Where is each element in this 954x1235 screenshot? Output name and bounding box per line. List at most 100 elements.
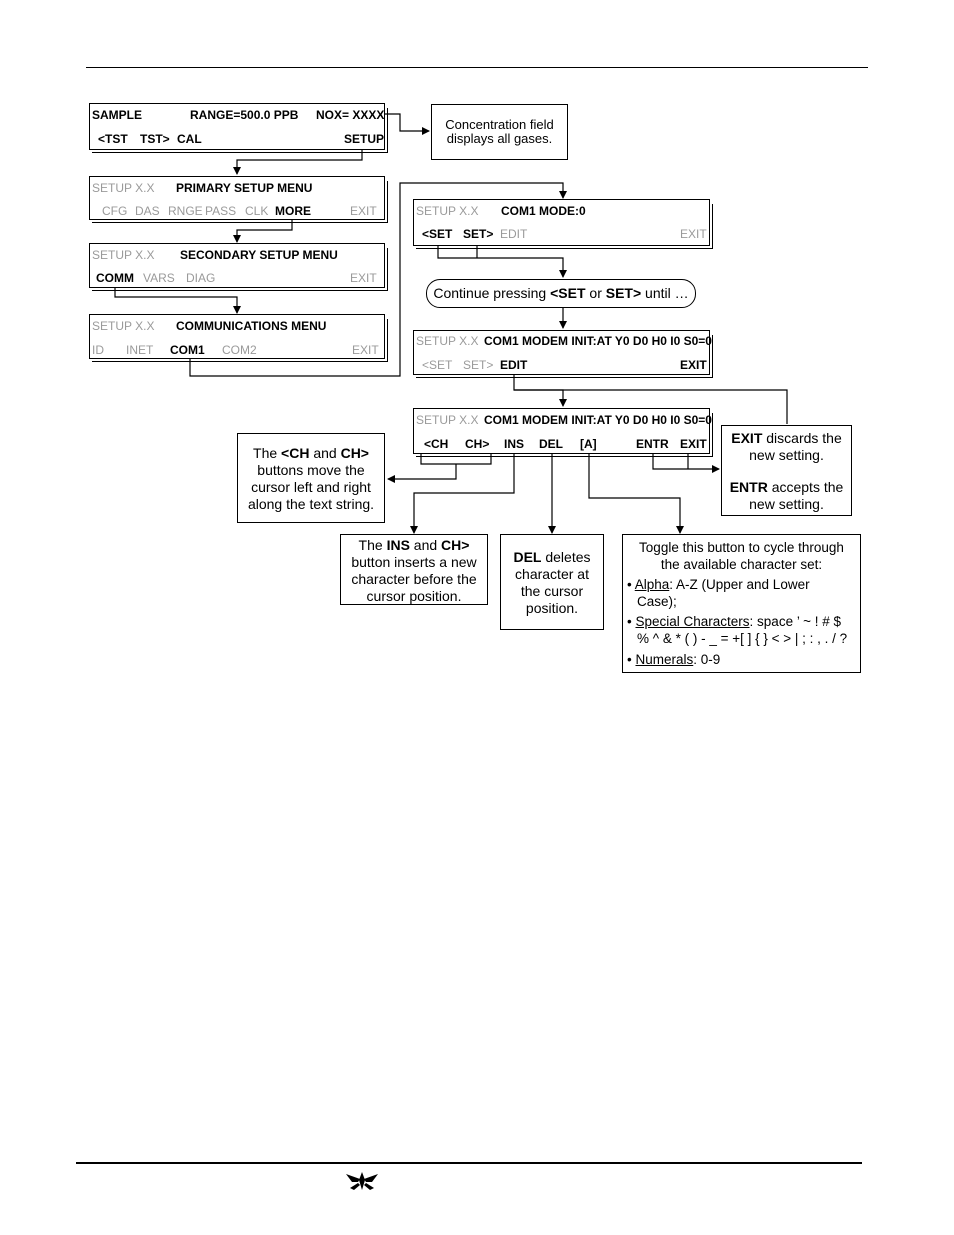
init-exit-button[interactable]: EXIT	[680, 358, 707, 372]
more-button[interactable]: MORE	[275, 204, 311, 218]
secondary-setup-screen: SETUP X.X SECONDARY SETUP MENU COMM VARS…	[89, 243, 388, 291]
rnge-button[interactable]: RNGE	[168, 204, 203, 218]
clk-button[interactable]: CLK	[245, 204, 269, 218]
tst-next-button[interactable]: TST>	[140, 132, 170, 146]
del-button[interactable]: DEL	[539, 437, 563, 451]
note-concentration-line2: displays all gases.	[446, 131, 553, 146]
secondary-title: SECONDARY SETUP MENU	[180, 248, 338, 262]
id-button[interactable]: ID	[92, 343, 104, 357]
toggle-alpha-text2: Case);	[637, 594, 677, 609]
modem-init-screen: SETUP X.X COM1 MODEM INIT:AT Y0 D0 H0 I0…	[413, 330, 713, 378]
line-entr-to-note	[652, 452, 720, 473]
note-del-bold: DEL	[513, 549, 542, 565]
ins-button[interactable]: INS	[504, 437, 525, 451]
continue-post: until …	[641, 285, 689, 301]
note-ch-b1: <CH	[281, 445, 310, 461]
line-com1-to-mode	[189, 182, 567, 377]
note-ch-l2: buttons move the	[257, 462, 365, 478]
cfg-button[interactable]: CFG	[102, 204, 128, 218]
toggle-numerals-text: : 0-9	[693, 652, 721, 667]
note-ch-pre: The	[253, 445, 282, 461]
setup-button[interactable]: SETUP	[344, 132, 385, 146]
line-sample-to-note	[384, 113, 430, 135]
init-prefix: SETUP X.X	[416, 334, 479, 348]
secondary-exit-button[interactable]: EXIT	[350, 271, 377, 285]
continue-set-next: SET>	[605, 285, 642, 301]
note-ch-mid: and	[309, 445, 341, 461]
note-del-text: deletes	[541, 549, 591, 565]
comm-button[interactable]: COMM	[96, 271, 134, 285]
comm-title: COMMUNICATIONS MENU	[176, 319, 327, 333]
continue-or: or	[585, 285, 606, 301]
toggle-l1: Toggle this button to cycle through	[639, 540, 844, 555]
char-toggle-button[interactable]: [A]	[580, 437, 597, 451]
mode-set-prev-button[interactable]: <SET	[422, 227, 453, 241]
note-ins-l3: character before the	[351, 571, 477, 587]
note-ch-buttons: The <CH and CH> buttons move the cursor …	[237, 433, 385, 523]
footer-rule	[76, 1162, 862, 1164]
sample-screen: SAMPLE RANGE=500.0 PPB NOX= XXXX <TST TS…	[89, 103, 388, 153]
continue-pressing-note: Continue pressing <SET or SET> until …	[426, 279, 696, 308]
mode-prefix: SETUP X.X	[416, 204, 479, 218]
edit-title: COM1 MODEM INIT:AT Y0 D0 H0 I0 S0=0	[484, 413, 712, 427]
modem-edit-screen: SETUP X.X COM1 MODEM INIT:AT Y0 D0 H0 I0…	[413, 408, 713, 457]
toggle-numerals-label: Numerals	[635, 652, 694, 667]
note-ins-button: The INS and CH> button inserts a new cha…	[340, 534, 488, 605]
note-entr-text2: new setting.	[749, 496, 824, 512]
line-comm-to-commmenu	[114, 286, 241, 314]
toggle-l2: the available character set:	[660, 557, 823, 572]
note-exit-text: discards the	[762, 430, 842, 446]
com1-button[interactable]: COM1	[170, 343, 205, 357]
primary-setup-screen: SETUP X.X PRIMARY SETUP MENU CFG DAS RNG…	[89, 176, 388, 223]
note-ins-b2: CH>	[441, 537, 470, 553]
comm-prefix: SETUP X.X	[92, 319, 155, 333]
init-set-next-button[interactable]: SET>	[463, 358, 494, 372]
note-ins-l4: cursor position.	[366, 588, 462, 604]
continue-set-prev: <SET	[550, 285, 586, 301]
note-concentration: Concentration field displays all gases.	[431, 104, 568, 160]
ch-next-button[interactable]: CH>	[465, 437, 490, 451]
inet-button[interactable]: INET	[126, 343, 154, 357]
note-concentration-line1: Concentration field	[445, 117, 554, 132]
mode-title: COM1 MODE:0	[501, 204, 586, 218]
init-set-prev-button[interactable]: <SET	[422, 358, 453, 372]
note-ins-pre: The	[358, 537, 387, 553]
das-button[interactable]: DAS	[135, 204, 160, 218]
note-del-button: DEL deletes character at the cursor posi…	[500, 534, 604, 630]
line-edit-to-editscreen	[513, 372, 567, 407]
init-edit-button[interactable]: EDIT	[500, 358, 528, 372]
note-del-l3: the cursor	[520, 583, 584, 599]
primary-title: PRIMARY SETUP MENU	[176, 181, 313, 195]
line-exit-to-note	[514, 389, 788, 424]
header-rule	[86, 67, 868, 68]
note-ins-b1: INS	[386, 537, 410, 553]
pass-button[interactable]: PASS	[205, 204, 237, 218]
mode-exit-button[interactable]: EXIT	[680, 227, 707, 241]
note-entr-bold: ENTR	[729, 479, 768, 495]
comm-exit-button[interactable]: EXIT	[352, 343, 379, 357]
ch-prev-button[interactable]: <CH	[424, 437, 449, 451]
toggle-alpha-label: Alpha	[634, 577, 670, 592]
note-ch-l3: cursor left and right	[251, 479, 371, 495]
tst-prev-button[interactable]: <TST	[98, 132, 128, 146]
note-ins-mid: and	[409, 537, 442, 553]
note-exit-entr: EXIT discards the new setting. ENTR acce…	[721, 425, 852, 516]
mode-set-next-button[interactable]: SET>	[463, 227, 494, 241]
com1-mode-screen: SETUP X.X COM1 MODE:0 <SET SET> EDIT EXI…	[413, 199, 713, 249]
primary-exit-button[interactable]: EXIT	[350, 204, 377, 218]
company-logo-icon	[346, 1172, 378, 1190]
edit-exit-button[interactable]: EXIT	[680, 437, 707, 451]
line-char-to-note	[588, 452, 684, 534]
primary-prefix: SETUP X.X	[92, 181, 155, 195]
vars-button[interactable]: VARS	[143, 271, 175, 285]
com2-button[interactable]: COM2	[222, 343, 257, 357]
cal-button[interactable]: CAL	[177, 132, 202, 146]
entr-button[interactable]: ENTR	[636, 437, 669, 451]
note-del-l4: position.	[525, 600, 579, 616]
note-ch-l4: along the text string.	[247, 496, 375, 512]
diag-button[interactable]: DIAG	[186, 271, 216, 285]
edit-prefix: SETUP X.X	[416, 413, 479, 427]
note-entr-text: accepts the	[767, 479, 844, 495]
mode-edit-button[interactable]: EDIT	[500, 227, 528, 241]
